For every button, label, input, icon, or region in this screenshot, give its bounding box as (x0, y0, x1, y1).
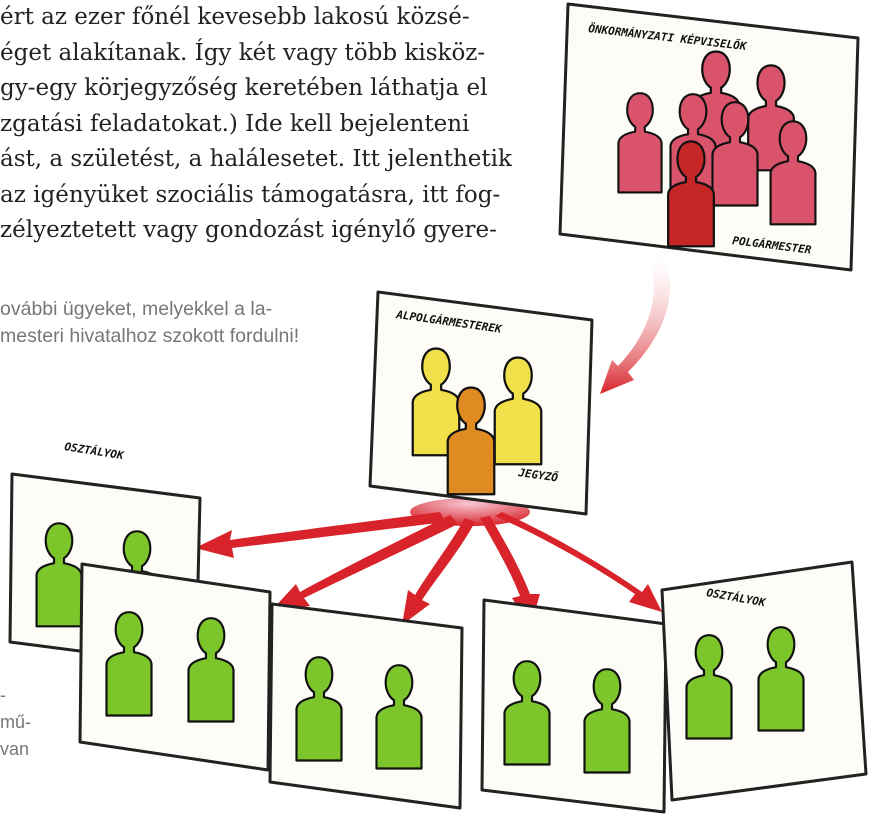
deputies-card: ALPOLGÁRMESTEREK JEGYZŐ (368, 290, 594, 516)
arrow-council-to-deputies (600, 255, 671, 394)
side-note-line: mesteri hivatalhoz szokott fordulni! (0, 325, 300, 347)
department-card-4 (480, 598, 668, 814)
body-line: az igényüket szociális támogatásra, itt … (0, 181, 501, 208)
arrows-to-departments (195, 498, 662, 628)
body-line: zgatási feladatokat.) Ide kell bejelente… (0, 110, 470, 137)
bottom-note-line: mű- (0, 712, 31, 732)
departments-label-left: OSZTÁLYOK (64, 440, 126, 462)
body-line: ást, a születést, a halálesetet. Itt jel… (0, 146, 512, 172)
bottom-note-line: - (0, 685, 6, 705)
arrow-to-department-1 (195, 512, 445, 558)
side-note-line: ovábbi ügyeket, melyekkel a la- (0, 298, 273, 320)
body-line: gy-egy körjegyzőség keretében láthatja e… (0, 75, 488, 101)
arrow-to-department-2 (270, 515, 458, 612)
department-card-3 (268, 602, 464, 810)
bottom-note-line: van (0, 739, 30, 759)
department-card-2 (78, 562, 272, 772)
council-card: ÖNKORMÁNYZATI KÉPVISELŐK POLGÁRMESTER (558, 2, 860, 272)
body-line: ért az ezer főnél kevesebb lakosú közsé- (0, 4, 470, 30)
side-note: ovábbi ügyeket, melyekkel a la- mesteri … (0, 296, 299, 350)
arrow-to-department-5 (495, 512, 662, 612)
body-text: ért az ezer főnél kevesebb lakosú közsé-… (0, 0, 570, 249)
arrow-to-department-4 (480, 516, 540, 628)
department-card-5: OSZTÁLYOK (660, 560, 868, 802)
body-line: zélyeztetett vagy gondozást igénylő gyer… (0, 217, 497, 243)
body-line: éget alakítanak. Így két vagy több kiskö… (0, 39, 486, 66)
bottom-note: - mű- van (0, 682, 31, 763)
arrow-to-department-3 (402, 518, 475, 625)
notary-label: JEGYZŐ (517, 465, 561, 485)
